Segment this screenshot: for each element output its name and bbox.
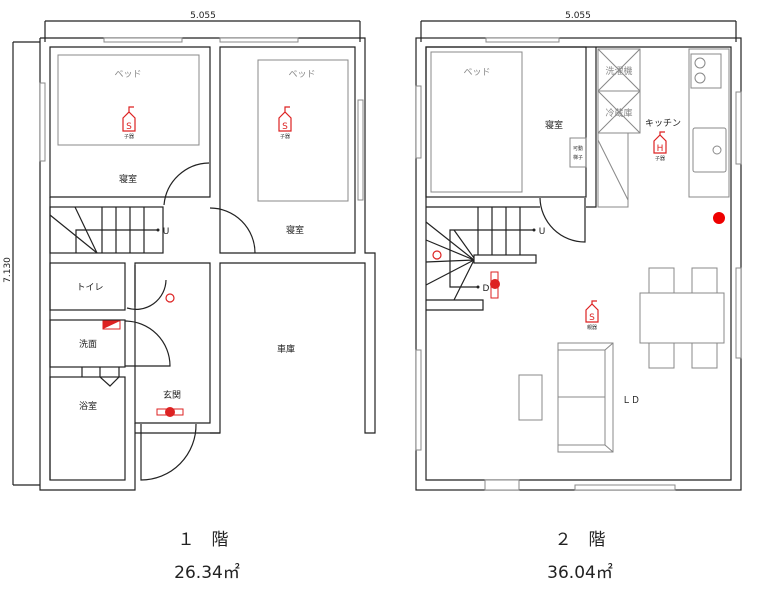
washroom-label: 洗面 xyxy=(79,338,97,350)
light-outlet-icon xyxy=(432,250,442,260)
movable-ladder: 可動 梯子 xyxy=(569,137,587,168)
ladder-label: 可動 xyxy=(573,145,583,152)
bedroom-b-wall xyxy=(219,46,356,254)
stair-down-label: D xyxy=(483,284,490,294)
floor2-title: ２ 階 xyxy=(555,530,606,550)
sensor-label: 子器 xyxy=(280,133,290,140)
floor1-title: １ 階 xyxy=(178,530,229,550)
washroom-wall xyxy=(49,319,126,368)
window xyxy=(415,349,422,451)
alarm-indicator-icon xyxy=(713,212,725,224)
window xyxy=(219,37,299,43)
floor1-area: 26.34㎡ xyxy=(174,563,240,583)
fridge-label: 冷蔵庫 xyxy=(605,107,632,119)
light-outlet-icon xyxy=(165,293,175,303)
bath-wall xyxy=(49,376,126,481)
kitchen-label: キッチン xyxy=(645,118,681,129)
smoke-sensor-icon: S 子器 xyxy=(278,106,292,140)
sensor-label: 子器 xyxy=(655,155,665,162)
window xyxy=(415,85,422,159)
smoke-sensor-icon: S 子器 xyxy=(122,106,136,140)
smoke-sensor-parent-icon: S 親器 xyxy=(585,300,599,331)
bath-label: 浴室 xyxy=(79,400,97,412)
heat-sensor-icon: H 子器 xyxy=(653,131,667,162)
sensor-letter: S xyxy=(589,313,595,323)
kitchen-partition xyxy=(586,47,597,208)
window xyxy=(485,37,560,43)
garage-label: 車庫 xyxy=(277,343,295,355)
floor1-plan: 5.055 7.130 ベッド ベッド 寝室 寝室 S 子器 S xyxy=(3,11,376,583)
floor2-area: 36.04㎡ xyxy=(547,563,613,583)
sensor-label: 親器 xyxy=(587,324,597,331)
dimension-height-label: 7.130 xyxy=(3,257,13,283)
staircase xyxy=(49,206,164,254)
bed-label: ベッド xyxy=(463,68,490,78)
bed-a-label: ベッド xyxy=(114,70,141,80)
sensor-letter: S xyxy=(282,122,288,132)
door-swing xyxy=(209,207,256,254)
kitchen-counter xyxy=(688,48,730,198)
toilet-wall xyxy=(49,262,126,311)
entrance-label: 玄関 xyxy=(163,389,181,401)
entrance-door xyxy=(140,423,197,481)
dining-table xyxy=(639,267,725,369)
refrigerator: 冷蔵庫 xyxy=(597,90,641,134)
toilet-door xyxy=(126,265,167,310)
sensor-letter: S xyxy=(126,122,132,132)
staircase xyxy=(425,206,540,311)
sofa xyxy=(557,342,614,453)
dimension-width-label: 5.055 xyxy=(565,11,591,21)
bed-b-label: ベッド xyxy=(288,70,315,80)
stair-up-label: U xyxy=(539,227,546,237)
ld-label: ＬＤ xyxy=(622,396,640,406)
dimension-width-label: 5.055 xyxy=(190,11,216,21)
inner-wall xyxy=(425,46,732,481)
toilet-label: トイレ xyxy=(76,283,103,293)
bedroom-a-label: 寝室 xyxy=(119,173,137,185)
bedroom-a-wall xyxy=(49,46,211,198)
washing-machine: 洗濯機 xyxy=(597,48,641,92)
window xyxy=(735,91,742,165)
bedroom-label: 寝室 xyxy=(545,119,563,131)
window xyxy=(103,37,183,43)
sprinkler-icon xyxy=(490,271,500,299)
bed xyxy=(430,51,523,193)
window xyxy=(574,484,676,491)
window xyxy=(484,479,520,491)
washroom-door xyxy=(124,320,171,367)
bath-door xyxy=(81,367,120,387)
shelf xyxy=(597,133,629,208)
bed-a xyxy=(57,54,200,146)
outer-wall xyxy=(40,37,376,434)
window xyxy=(735,267,742,359)
ladder-label: 梯子 xyxy=(573,154,583,161)
hallway-wall xyxy=(134,262,211,424)
door-swing xyxy=(163,162,210,206)
stair-up-label: U xyxy=(163,227,170,237)
window xyxy=(357,99,364,201)
outer-wall xyxy=(39,38,220,491)
outer-wall xyxy=(415,37,742,491)
sensor-letter: H xyxy=(657,144,664,154)
window xyxy=(39,82,46,162)
coffee-table xyxy=(518,374,543,421)
bed-b xyxy=(257,59,349,202)
bedroom-door xyxy=(539,197,586,243)
floor2-plan: 5.055 ベッド 寝室 可動 梯子 洗濯機 冷蔵庫 xyxy=(415,11,742,583)
bedroom-wall xyxy=(425,46,587,198)
washer-label: 洗濯機 xyxy=(605,65,632,77)
sensor-label: 子器 xyxy=(124,133,134,140)
bedroom-b-label: 寝室 xyxy=(286,224,304,236)
sprinkler-icon xyxy=(156,407,184,417)
water-heater-icon xyxy=(103,321,120,329)
